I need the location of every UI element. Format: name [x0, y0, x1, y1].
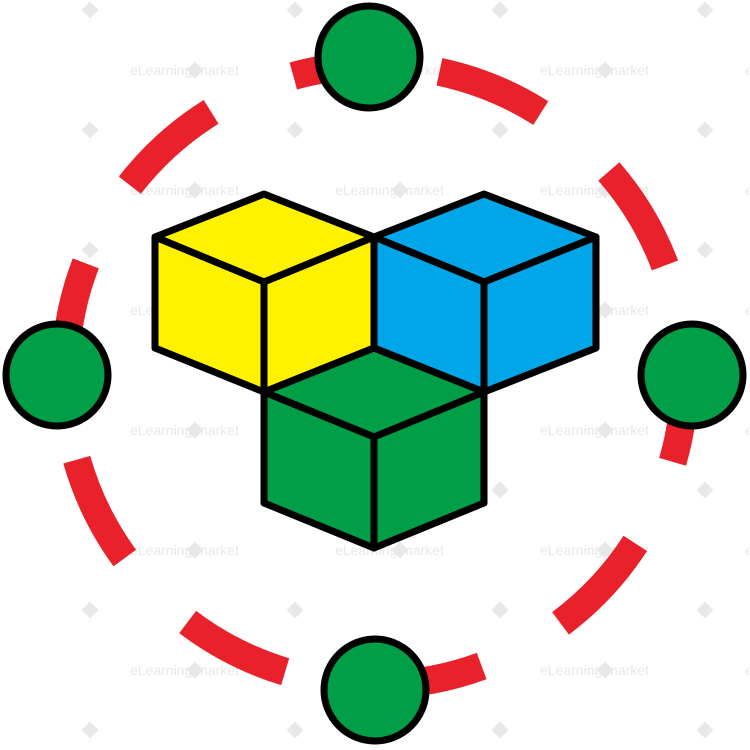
watermark-diamond-icon — [81, 601, 99, 619]
watermark-diamond-icon — [491, 721, 509, 739]
watermark-diamond-icon — [596, 421, 614, 439]
watermark-diamond-icon — [186, 181, 204, 199]
watermark-text: eLearning.market — [130, 422, 239, 438]
watermark-text: eLearning.market — [130, 62, 239, 78]
watermark-diamond-icon — [186, 421, 204, 439]
watermark-diamond-icon — [186, 541, 204, 559]
node-bottom — [320, 635, 430, 745]
watermark-text: eLearning.market — [540, 662, 649, 678]
watermark-diamond-icon — [186, 61, 204, 79]
cube-stack — [151, 190, 600, 552]
watermark-diamond-icon — [81, 721, 99, 739]
watermark-text: eLearning.market — [540, 422, 649, 438]
watermark-text: eLearning.market — [745, 422, 750, 438]
watermark-diamond-icon — [81, 1, 99, 19]
watermark-text: eLearning.market — [745, 302, 750, 318]
watermark-diamond-icon — [81, 121, 99, 139]
watermark-diamond-icon — [596, 661, 614, 679]
watermark-text: eLearning.market — [745, 542, 750, 558]
watermark-diamond-icon — [696, 121, 714, 139]
watermark-text: eLearning.market — [130, 662, 239, 678]
watermark-text: eLearning.market — [130, 182, 239, 198]
node-top — [314, 2, 424, 112]
watermark-diamond-icon — [491, 481, 509, 499]
watermark-diamond-icon — [186, 661, 204, 679]
watermark-text: eLearning.market — [745, 62, 750, 78]
watermark-diamond-icon — [286, 721, 304, 739]
watermark-diamond-icon — [286, 601, 304, 619]
watermark-diamond-icon — [596, 61, 614, 79]
watermark-diamond-icon — [696, 241, 714, 259]
watermark-diamond-icon — [286, 121, 304, 139]
watermark-diamond-icon — [391, 541, 409, 559]
watermark-text: eLearning.market — [540, 62, 649, 78]
watermark-text: eLearning.market — [745, 662, 750, 678]
dashed-ring — [50, 50, 699, 699]
watermark-diamond-icon — [596, 301, 614, 319]
watermark-diamond-icon — [596, 541, 614, 559]
watermark-diamond-icon — [696, 1, 714, 19]
watermark-diamond-icon — [81, 241, 99, 259]
watermark-diamond-icon — [491, 121, 509, 139]
blue-cube — [370, 190, 600, 396]
watermark-diamond-icon — [696, 481, 714, 499]
watermark-text: eLearning.market — [745, 182, 750, 198]
node-left — [2, 320, 112, 430]
node-right — [637, 320, 747, 430]
watermark-diamond-icon — [696, 721, 714, 739]
watermark-diamond-icon — [696, 601, 714, 619]
watermark-diamond-icon — [286, 1, 304, 19]
watermark-text: eLearning.market — [335, 182, 444, 198]
green-cube — [260, 344, 488, 552]
watermark-diamond-icon — [491, 1, 509, 19]
watermark-text: eLearning.market — [130, 542, 239, 558]
watermark-diamond-icon — [491, 601, 509, 619]
watermark-diamond-icon — [391, 181, 409, 199]
